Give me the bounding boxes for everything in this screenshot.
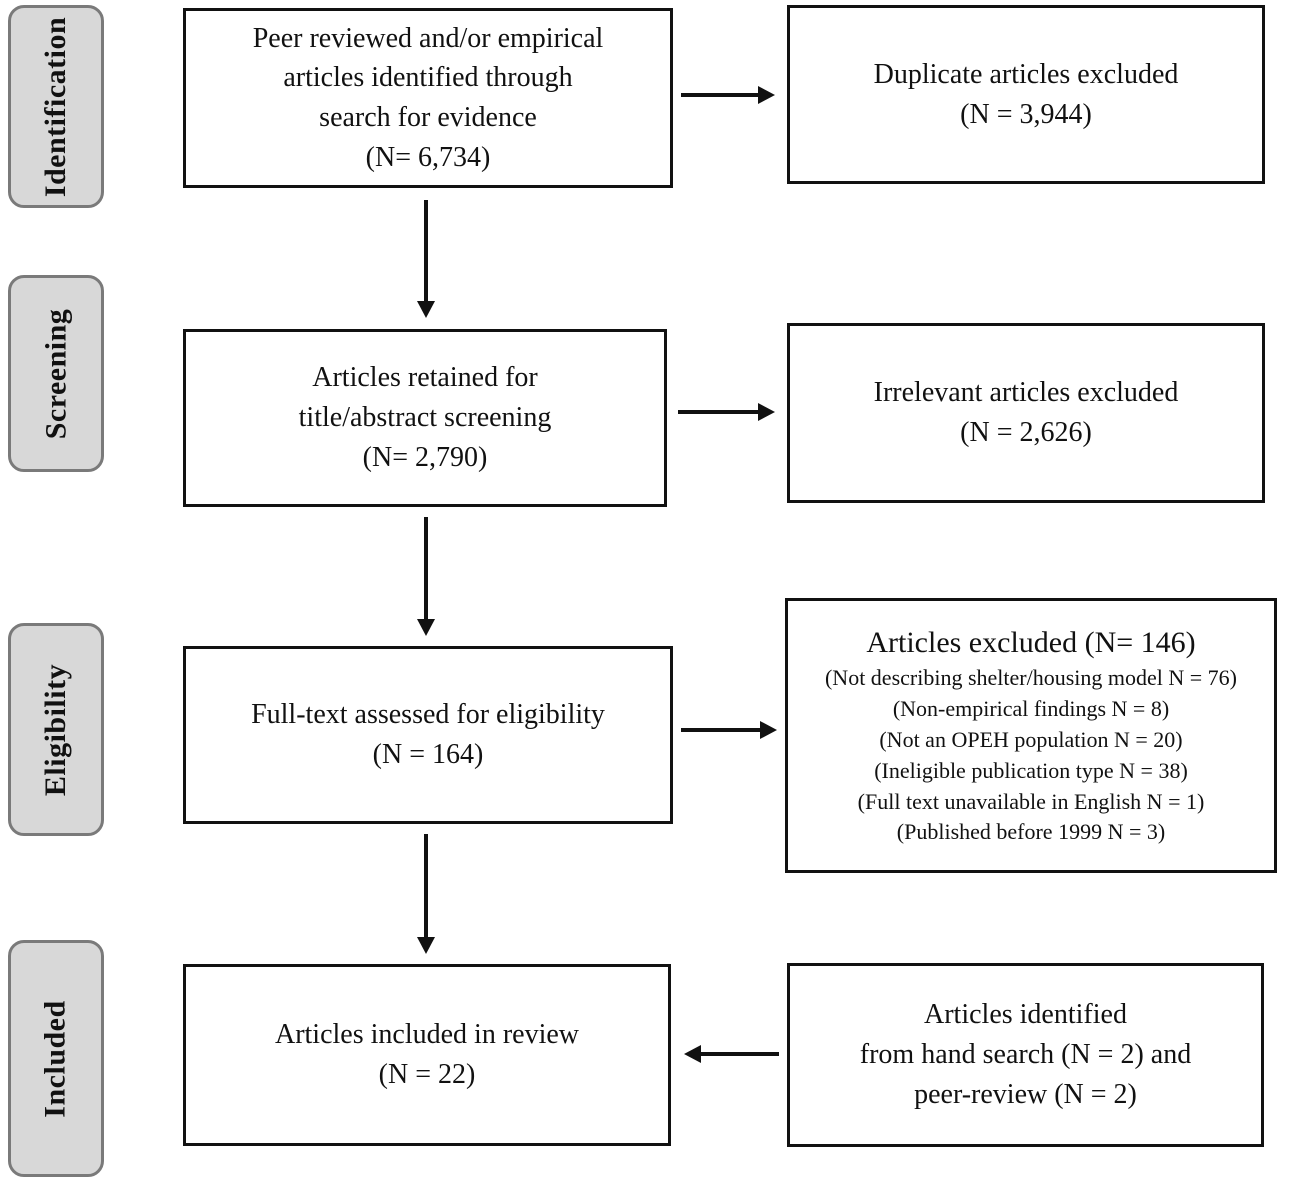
arrow-shaft [424,200,428,301]
stage-label-included: Included [39,999,73,1118]
arrow-head-right-icon [758,86,775,104]
box-irrelevant-excluded: Irrelevant articles excluded (N = 2,626) [787,323,1265,503]
arrow-shaft [424,517,428,619]
arrow-shaft [678,410,758,414]
stage-box-included: Included [8,940,104,1177]
arrow-head-down-icon [417,301,435,318]
box-identified: Peer reviewed and/or empirical articles … [183,8,673,188]
box-duplicates-excluded: Duplicate articles excluded (N = 3,944) [787,5,1265,184]
arrow-head-down-icon [417,937,435,954]
box-duplicates-excluded-text: Duplicate articles excluded (N = 3,944) [873,58,1179,130]
stage-box-identification: Identification [8,5,104,208]
arrow-shaft [424,834,428,937]
arrow-handsearch-to-included [684,1045,779,1063]
box-retained-screening: Articles retained for title/abstract scr… [183,329,667,507]
arrow-identified-to-duplicates [681,86,775,104]
box-retained-screening-text: Articles retained for title/abstract scr… [298,362,552,473]
arrow-head-right-icon [758,403,775,421]
stage-label-screening: Screening [39,308,73,439]
arrow-retained-to-irrelevant [678,403,775,421]
box-hand-search-text: Articles identified from hand search (N … [859,999,1192,1110]
arrow-shaft [681,93,758,97]
box-included-review: Articles included in review (N = 22) [183,964,671,1146]
arrow-fulltext-to-excluded [681,721,777,739]
arrow-identified-to-retained [417,200,435,318]
stage-label-eligibility: Eligibility [39,663,73,796]
box-fulltext-assessed: Full-text assessed for eligibility (N = … [183,646,673,824]
arrow-head-right-icon [760,721,777,739]
arrow-retained-to-fulltext [417,517,435,636]
box-fulltext-excluded: Articles excluded (N= 146) (Not describi… [785,598,1277,873]
box-included-review-text: Articles included in review (N = 22) [274,1019,579,1090]
box-fulltext-excluded-reasons: (Not describing shelter/housing model N … [824,665,1237,845]
box-fulltext-assessed-text: Full-text assessed for eligibility (N = … [251,699,605,770]
box-identified-text: Peer reviewed and/or empirical articles … [252,22,604,173]
box-fulltext-excluded-title: Articles excluded (N= 146) [866,625,1196,659]
arrow-fulltext-to-included [417,834,435,954]
stage-box-screening: Screening [8,275,104,472]
arrow-shaft [681,728,760,732]
arrow-shaft [701,1052,779,1056]
stage-label-identification: Identification [39,16,72,197]
box-hand-search: Articles identified from hand search (N … [787,963,1264,1147]
box-irrelevant-excluded-text: Irrelevant articles excluded (N = 2,626) [873,377,1179,448]
stage-box-eligibility: Eligibility [8,623,104,836]
arrow-head-left-icon [684,1045,701,1063]
arrow-head-down-icon [417,619,435,636]
